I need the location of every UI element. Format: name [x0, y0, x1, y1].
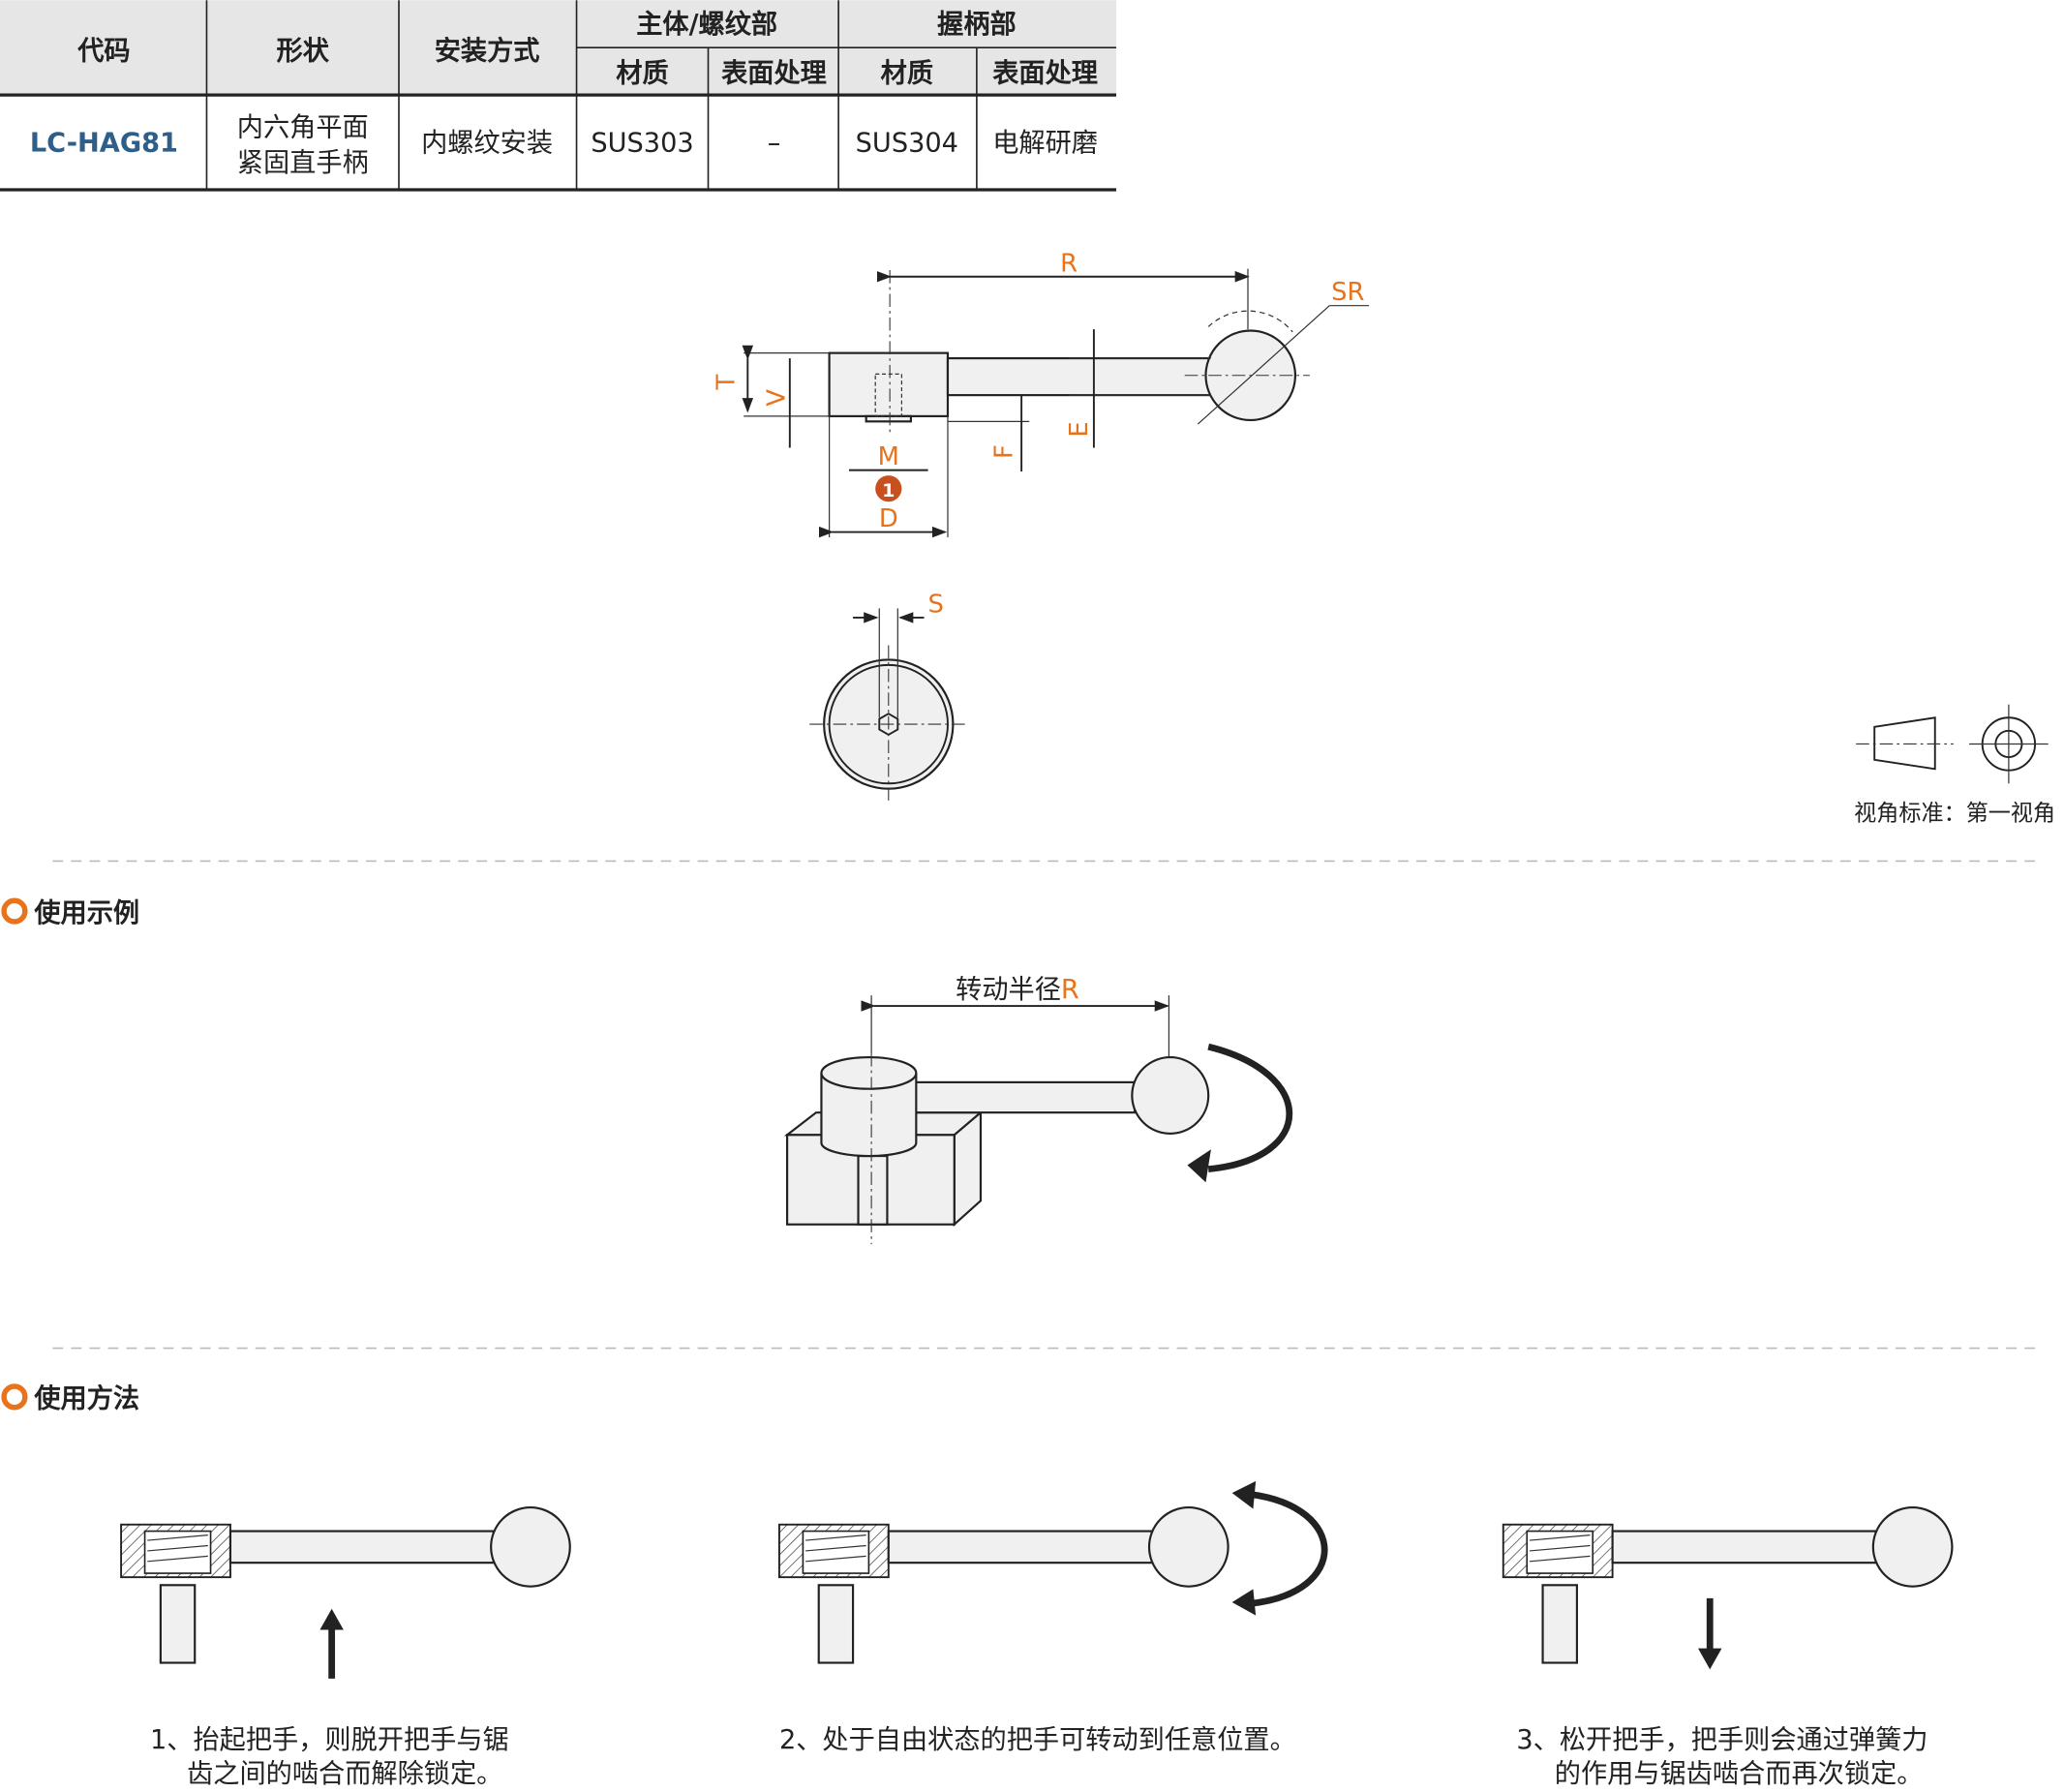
header-code: 代码 — [76, 36, 130, 66]
dim-F: F — [990, 444, 1019, 459]
section-bullet-icon — [1, 897, 28, 925]
first-angle-projection-symbol: 视角标准：第一视角 — [1854, 704, 2055, 826]
cell-grip-material: SUS304 — [856, 129, 958, 159]
section-title-method: 使用方法 — [33, 1383, 139, 1414]
header-grip-material: 材质 — [881, 59, 933, 89]
step-3-drawing — [1502, 1505, 1954, 1670]
header-body-group: 主体/螺纹部 — [636, 9, 777, 40]
step-3-text-line1: 3、松开把手，把手则会通过弹簧力 — [1516, 1725, 1927, 1755]
step-1-text-line2: 齿之间的啮合而解除锁定。 — [187, 1759, 502, 1789]
projection-label: 视角标准：第一视角 — [1854, 801, 2055, 826]
dim-S: S — [928, 590, 944, 619]
cell-body-material: SUS303 — [591, 129, 693, 159]
header-grip-surface: 表面处理 — [992, 59, 1098, 89]
step-1-drawing — [120, 1505, 571, 1679]
cell-body-surface: – — [768, 129, 781, 159]
section-bullet-icon — [1, 1383, 28, 1411]
header-body-surface: 表面处理 — [721, 59, 827, 89]
dim-R: R — [1060, 249, 1078, 278]
cell-install: 内螺纹安装 — [421, 129, 553, 159]
step-2-drawing — [777, 1480, 1328, 1664]
section-title-example: 使用示例 — [33, 898, 139, 928]
dim-SR: SR — [1331, 278, 1364, 307]
side-view-drawing: R SR T V M 1 D F E — [713, 249, 1370, 538]
spec-table: 代码 形状 安装方式 主体/螺纹部 握柄部 材质 表面处理 材质 表面处理 LC… — [0, 0, 1117, 192]
step-1-text-line1: 1、抬起把手，则脱开把手与锯 — [150, 1725, 509, 1755]
front-view-drawing: S — [809, 590, 968, 804]
radius-label: 转动半径R — [956, 975, 1079, 1005]
dim-T: T — [713, 374, 742, 390]
step-3-text-line2: 的作用与锯齿啮合而再次锁定。 — [1555, 1759, 1924, 1789]
dim-M: M — [878, 442, 899, 471]
header-grip-group: 握柄部 — [937, 9, 1017, 40]
usage-example-drawing: 转动半径R — [783, 975, 1293, 1245]
cell-grip-surface: 电解研磨 — [992, 129, 1098, 159]
cell-code: LC-HAG81 — [30, 129, 178, 159]
callout-badge: 1 — [882, 480, 895, 501]
dim-E: E — [1065, 421, 1094, 437]
header-shape: 形状 — [277, 36, 330, 66]
dim-D: D — [879, 504, 898, 533]
dim-V: V — [762, 389, 791, 407]
header-body-material: 材质 — [616, 59, 668, 89]
step-2-text-line1: 2、处于自由状态的把手可转动到任意位置。 — [779, 1725, 1296, 1755]
cell-shape-line2: 紧固直手柄 — [237, 148, 369, 178]
header-install: 安装方式 — [435, 35, 540, 66]
cell-shape-line1: 内六角平面 — [237, 112, 369, 142]
